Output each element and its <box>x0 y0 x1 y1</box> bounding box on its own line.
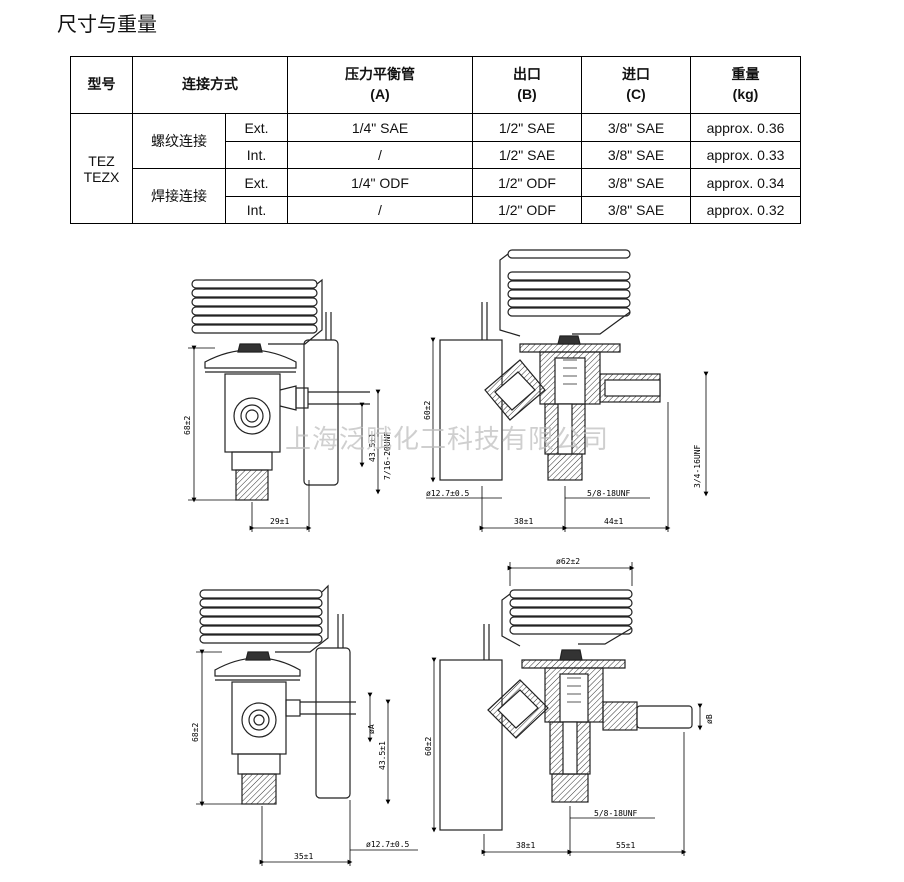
diaphragm-head <box>214 657 301 677</box>
dim-d1-43: 43.5±1 <box>368 433 377 462</box>
row-b: 1/2" ODF <box>472 196 582 224</box>
model-line-2: TEZX <box>83 168 120 185</box>
sensor-bulb <box>439 659 503 831</box>
spec-table: 型号 连接方式 压力平衡管 (A) 出口 (B) 进口 (C) 重量 (kg) … <box>70 56 801 224</box>
dim-d3-43: 43.5±1 <box>378 741 387 770</box>
row-a: 1/4" SAE <box>287 113 473 142</box>
watermark: 上海泛赋化工科技有限公司 <box>285 425 610 455</box>
header-model: 型号 <box>70 56 133 114</box>
dim-d3-bulb: ø12.7±0.5 <box>366 840 410 849</box>
row-b: 1/2" SAE <box>472 141 582 169</box>
header-connection: 连接方式 <box>132 56 288 114</box>
row-c: 3/8" SAE <box>581 168 691 197</box>
dim-d3-width: 35±1 <box>294 852 313 861</box>
capillary-coil <box>199 584 329 653</box>
dim-d3-A: øA <box>367 724 376 734</box>
row-weight: approx. 0.32 <box>690 196 801 224</box>
row-a: / <box>287 196 473 224</box>
drawing-threaded-section <box>426 249 709 532</box>
valve-body <box>224 373 281 453</box>
table-row: Int. / 1/2" ODF 3/8" SAE approx. 0.32 <box>71 196 801 224</box>
row-type: Ext. <box>225 168 288 197</box>
row-type: Int. <box>225 196 288 224</box>
model-line-1: TEZ <box>88 152 115 169</box>
row-a: 1/4" ODF <box>287 168 473 197</box>
drawing-soldered-front <box>196 584 418 866</box>
header-inlet-sub: (C) <box>626 86 646 102</box>
row-c: 3/8" SAE <box>581 113 691 142</box>
header-outlet-sub: (B) <box>517 86 537 102</box>
header-equalizer-sub: (A) <box>370 86 390 102</box>
dim-d4-B: øB <box>705 714 714 724</box>
row-weight: approx. 0.34 <box>690 168 801 197</box>
dim-d1-thread: 7/16-20UNF <box>383 432 392 480</box>
row-weight: approx. 0.36 <box>690 113 801 142</box>
outlet-fitting <box>602 701 638 731</box>
page-title: 尺寸与重量 <box>57 12 157 36</box>
dim-d1-height: 68±2 <box>183 416 192 435</box>
group-threaded: 螺纹连接 <box>132 113 226 169</box>
dim-d2-bulb: ø12.7±0.5 <box>426 489 470 498</box>
sensor-bulb <box>303 339 339 486</box>
table-row: 焊接连接 Ext. 1/4" ODF 1/2" ODF 3/8" SAE app… <box>71 168 801 224</box>
dim-d4-62: ø62±2 <box>556 557 580 566</box>
header-inlet-label: 进口 <box>622 67 650 83</box>
drawing-soldered-section <box>431 562 703 856</box>
valve-body <box>231 681 287 755</box>
header-equalizer-label: 压力平衡管 <box>345 67 415 83</box>
dim-d2-38: 38±1 <box>514 517 533 526</box>
dim-d2-thread-in: 3/4-16UNF <box>693 444 702 488</box>
row-c: 3/8" SAE <box>581 196 691 224</box>
table-header-row: 型号 连接方式 压力平衡管 (A) 出口 (B) 进口 (C) 重量 (kg) <box>70 56 801 114</box>
table-row: TEZ TEZX 螺纹连接 Ext. 1/4" SAE 1/2" SAE 3/8… <box>70 113 801 224</box>
header-weight-sub: (kg) <box>732 86 759 102</box>
sensor-bulb <box>439 339 503 481</box>
header-outlet: 出口 (B) <box>472 56 582 114</box>
row-type: Int. <box>225 141 288 169</box>
dim-d3-height: 68±2 <box>191 723 200 742</box>
header-outlet-label: 出口 <box>513 67 541 83</box>
table-row: Int. / 1/2" SAE 3/8" SAE approx. 0.33 <box>71 141 801 169</box>
capillary-coil <box>501 589 633 647</box>
dim-d2-44: 44±1 <box>604 517 623 526</box>
drawing-threaded-front <box>188 278 381 532</box>
diaphragm-head <box>204 349 297 369</box>
row-b: 1/2" SAE <box>472 113 582 142</box>
row-weight: approx. 0.33 <box>690 141 801 169</box>
header-weight-label: 重量 <box>731 67 760 83</box>
model-cell: TEZ TEZX <box>70 113 133 224</box>
capillary-coil <box>499 249 631 337</box>
sensor-bulb <box>315 647 351 799</box>
header-equalizer: 压力平衡管 (A) <box>287 56 473 114</box>
dim-d4-38: 38±1 <box>516 841 535 850</box>
group-soldered: 焊接连接 <box>132 168 226 224</box>
row-a: / <box>287 141 473 169</box>
row-c: 3/8" SAE <box>581 141 691 169</box>
capillary-coil <box>191 278 323 345</box>
dim-d4-60: 60±2 <box>424 737 433 756</box>
dim-d2-thread-out: 5/8-18UNF <box>587 489 631 498</box>
row-type: Ext. <box>225 113 288 142</box>
header-weight: 重量 (kg) <box>690 56 801 114</box>
dim-d4-55: 55±1 <box>616 841 635 850</box>
dim-d2-60: 60±2 <box>423 401 432 420</box>
header-inlet: 进口 (C) <box>581 56 691 114</box>
dim-d4-thread: 5/8-18UNF <box>594 809 638 818</box>
dim-d1-width: 29±1 <box>270 517 289 526</box>
technical-drawings: 68±2 43.5±1 7/16-20UNF 29±1 <box>183 249 714 866</box>
row-b: 1/2" ODF <box>472 168 582 197</box>
